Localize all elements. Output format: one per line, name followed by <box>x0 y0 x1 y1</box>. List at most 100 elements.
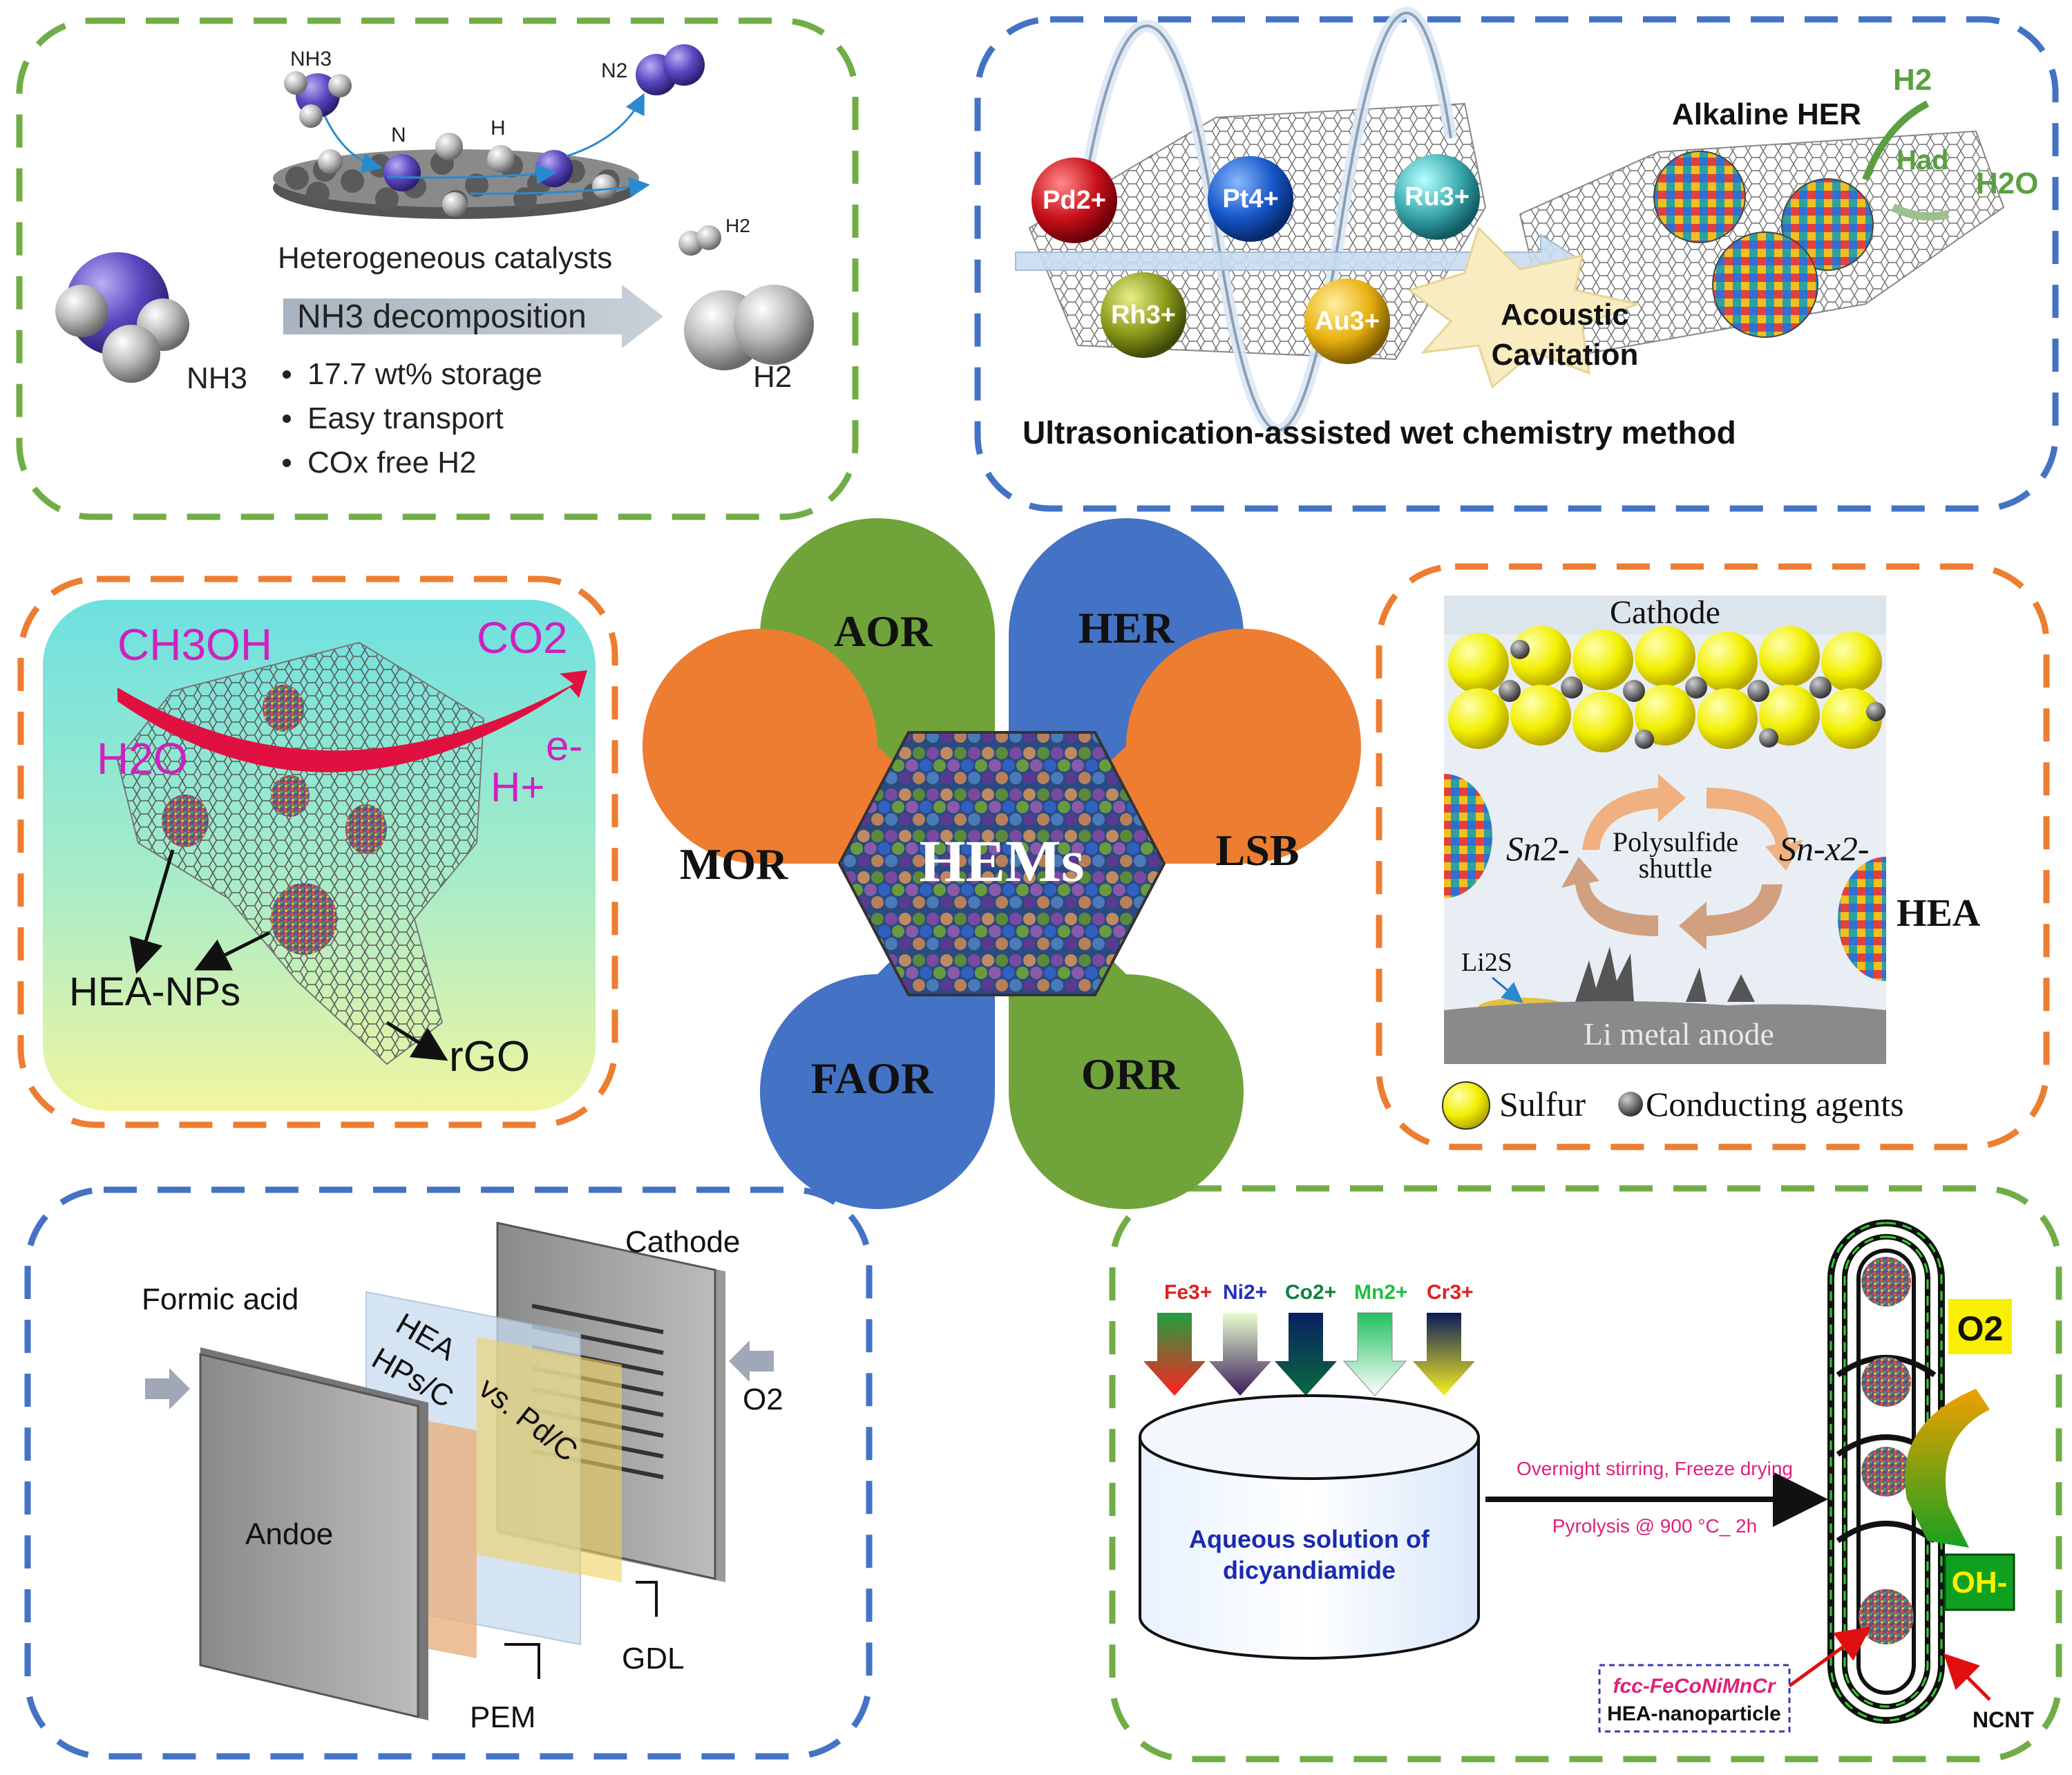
co-ion-label: Co2+ <box>1285 1281 1336 1304</box>
faor-panel-frame <box>24 1186 873 1760</box>
h2-small-label: H2 <box>725 215 750 236</box>
gdl-label: GDL <box>622 1642 684 1676</box>
lsb-panel: Cathode Polysulfide shuttle Sn2- Sn-x2- … <box>1442 594 1981 1130</box>
her-panel-frame <box>974 16 2059 512</box>
pd-ion-label: Pd2+ <box>1043 186 1106 215</box>
li2s-pointer <box>1492 976 1523 1003</box>
n2-molecule <box>566 44 705 158</box>
au-ion-label: Au3+ <box>1315 307 1380 336</box>
pd-ion <box>1032 158 1117 243</box>
hea-nanoparticle <box>1861 1357 1911 1407</box>
hea-np <box>162 795 209 847</box>
pem-label: PEM <box>470 1700 535 1734</box>
shuttle-arrow-top-right <box>1707 788 1803 871</box>
nh3-small-label: NH3 <box>290 48 332 70</box>
oh-box <box>1943 1553 2015 1611</box>
shuttle-arrow-top <box>1582 774 1686 850</box>
h2-evolution-arrow <box>1862 100 1930 181</box>
dendrites <box>1575 947 1755 1002</box>
anode-label: Andoe <box>245 1517 333 1551</box>
cr-ion-label: Cr3+ <box>1427 1281 1474 1304</box>
mor-panel: CH3OH CO2 H2O e- H+ HEA-NPs rGO <box>43 600 596 1111</box>
reaction-arrow <box>117 670 587 772</box>
mor-label: MOR <box>680 839 788 889</box>
bullet-dot <box>283 370 291 379</box>
rh-ion <box>1101 272 1186 358</box>
hydrogen-label: H <box>491 117 506 140</box>
anode-plate <box>199 1353 419 1718</box>
hea-np <box>271 883 337 955</box>
faor-o2-label: O2 <box>743 1383 783 1416</box>
formic-acid-arrow <box>145 1368 190 1409</box>
ch3oh-label: CH3OH <box>117 620 272 670</box>
hea-particle-left <box>1444 774 1492 898</box>
conducting-legend-icon <box>1618 1092 1643 1117</box>
mor-panel-frame <box>17 576 618 1128</box>
mn-ion-label: Mn2+ <box>1354 1281 1408 1304</box>
anode-block <box>1444 1000 1886 1064</box>
hea-nanoparticles <box>1653 151 1874 338</box>
her-label: HER <box>1078 603 1175 652</box>
h2o-label: H2O <box>1976 167 2038 200</box>
au-ion <box>1304 278 1390 364</box>
rgo-label: rGO <box>449 1033 530 1081</box>
sulfur-legend-icon <box>1442 1081 1490 1130</box>
h2-molecule-small <box>678 225 721 256</box>
gdl-layer <box>477 1337 622 1582</box>
nanoparticle-label-box <box>1598 1664 1791 1733</box>
conducting-legend-label: Conducting agents <box>1646 1085 1904 1123</box>
nitrogen-label: N <box>391 124 406 146</box>
catalyst-label: Heterogeneous catalysts <box>278 241 612 275</box>
h2-molecule-large <box>684 285 814 370</box>
co2-label: CO2 <box>477 613 568 663</box>
solution-label-1: Aqueous solution of <box>1189 1525 1430 1553</box>
h2-large-label: H2 <box>753 360 792 394</box>
h2o-arrow <box>1891 203 1950 221</box>
alkaline-her-label: Alkaline HER <box>1672 97 1861 131</box>
hea-nanoparticle <box>1859 1589 1914 1644</box>
beaker-top <box>1139 1394 1480 1480</box>
co-down-arrow <box>1275 1313 1337 1396</box>
shuttle-arrow-bottom-left <box>1561 857 1658 936</box>
sulfur-legend-label: Sulfur <box>1499 1085 1586 1123</box>
hea-particle-right <box>1838 857 1886 981</box>
o2-box <box>1948 1299 2012 1354</box>
fe-ion-label: Fe3+ <box>1164 1281 1212 1304</box>
decomposition-arrow <box>283 285 663 348</box>
shuttle-label-2: shuttle <box>1639 853 1713 884</box>
orr-panel-frame <box>1109 1185 2062 1763</box>
shuttle-arrow-bottom <box>1679 884 1783 950</box>
beaker-body <box>1139 1436 1480 1660</box>
o2-reduction-arrow <box>1905 1389 1990 1548</box>
bullet-dot <box>283 459 291 467</box>
nanoparticle-composition-label: fcc-FeCoNiMnCr <box>1613 1675 1776 1698</box>
cr-down-arrow <box>1413 1313 1475 1396</box>
hea-np <box>263 685 304 732</box>
solution-label-2: dicyandiamide <box>1223 1556 1396 1584</box>
ncnt-label: NCNT <box>1973 1707 2034 1732</box>
ammonia-panel-frame <box>16 17 859 520</box>
faor-cathode-label: Cathode <box>625 1225 740 1259</box>
ammonia-panel: NH3 N H N2 H2 Heterogeneous catalysts NH… <box>55 44 814 480</box>
hea-np <box>345 804 387 854</box>
rh-ion-label: Rh3+ <box>1111 301 1176 330</box>
nh3-molecule-large <box>55 252 189 383</box>
gdl-bracket <box>636 1581 658 1617</box>
h2o-label: H2O <box>97 734 188 784</box>
proton-label: H+ <box>491 764 544 810</box>
sulfur-layer <box>1448 626 1885 752</box>
n2-label: N2 <box>601 59 627 82</box>
ni-ion-label: Ni2+ <box>1223 1281 1267 1304</box>
ru-ion-label: Ru3+ <box>1405 182 1470 211</box>
aor-label: AOR <box>834 607 933 656</box>
cathode-label: Cathode <box>1610 594 1720 631</box>
cavitation-burst <box>1407 226 1642 389</box>
storage-bullet: 17.7 wt% storage <box>307 357 542 391</box>
fe-down-arrow <box>1143 1313 1206 1396</box>
decomposition-label: NH3 decomposition <box>297 298 587 335</box>
nh3-large-label: NH3 <box>187 361 247 395</box>
faor-label: FAOR <box>811 1054 933 1103</box>
hea-label: HEA <box>1897 892 1981 935</box>
hems-label: HEMs <box>920 828 1085 894</box>
